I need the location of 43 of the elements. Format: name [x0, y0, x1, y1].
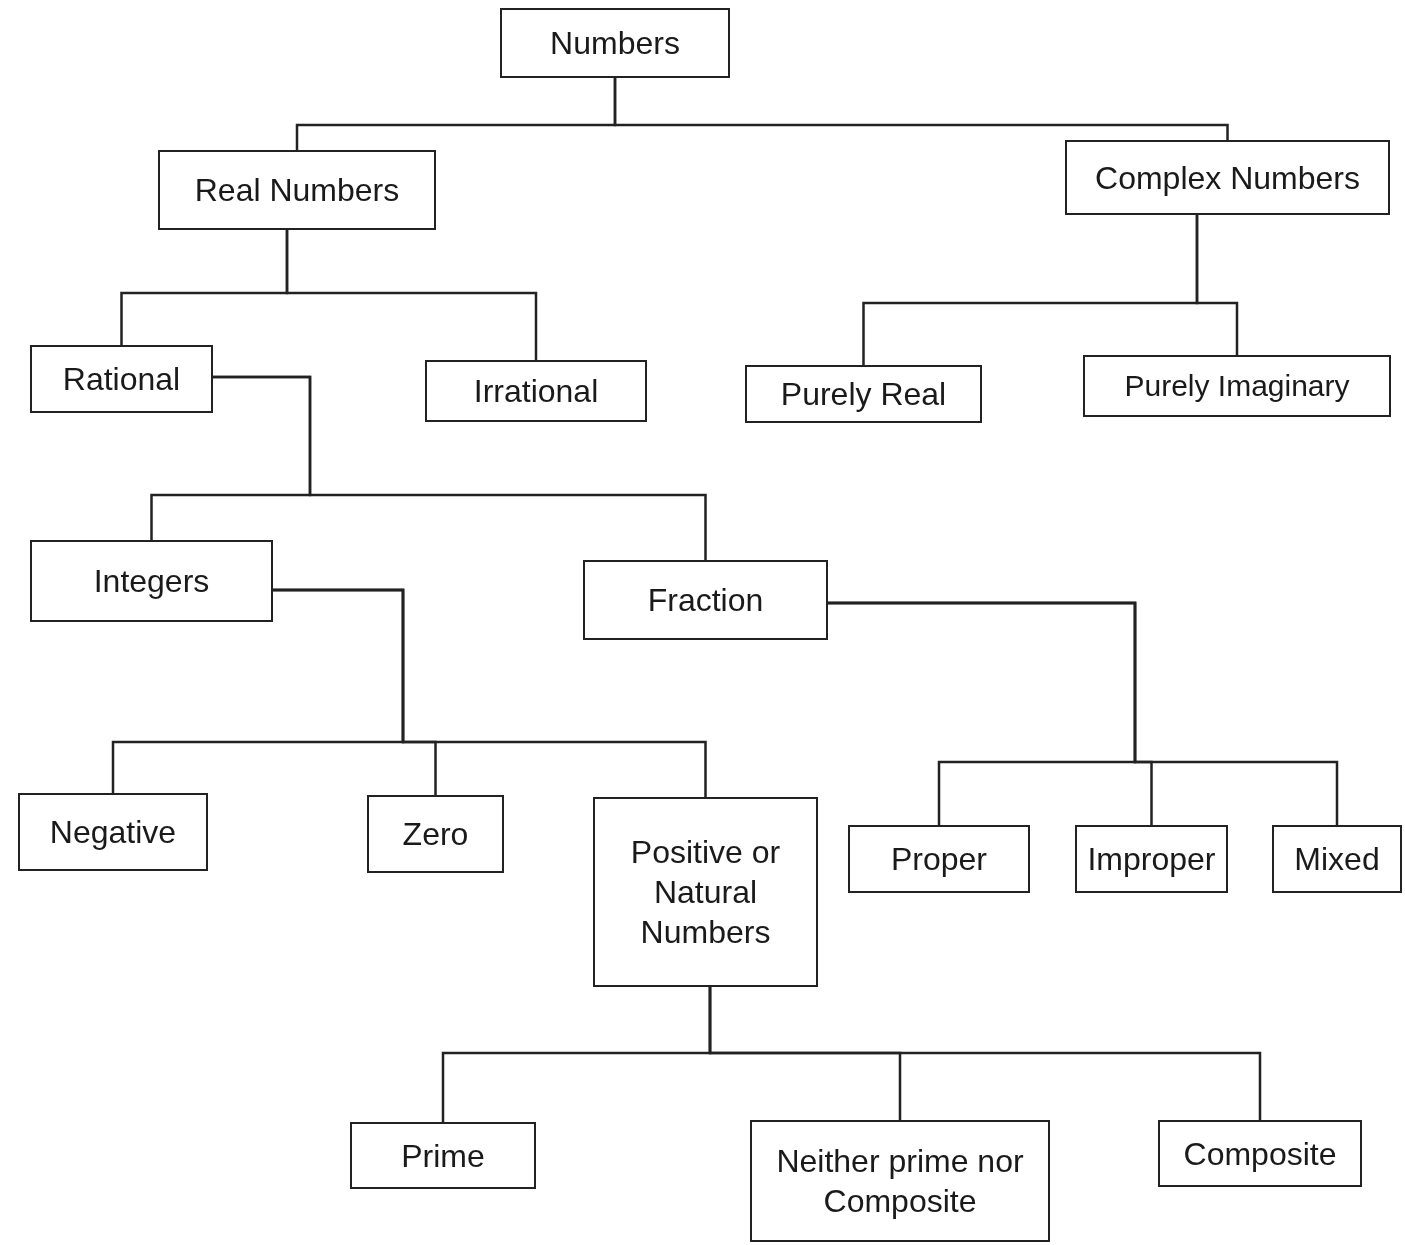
category-box	[30, 540, 273, 622]
category-box	[848, 825, 1030, 893]
connector-line	[273, 588, 707, 797]
category-label: Mixed	[1294, 840, 1380, 879]
category-label: Positive or Natural Numbers	[629, 833, 782, 952]
connector-line	[1195, 215, 1239, 355]
category-label: Integers	[93, 562, 210, 601]
category-box	[593, 797, 818, 987]
connector-line	[708, 987, 1262, 1120]
category-label: Rational	[62, 360, 181, 399]
category-label: Purely Real	[780, 375, 947, 414]
category-label: Prime	[401, 1136, 485, 1176]
category-box	[745, 365, 982, 423]
category-box	[750, 1120, 1050, 1242]
category-box	[367, 795, 504, 873]
category-label: Fraction	[647, 581, 764, 620]
category-box	[425, 360, 647, 422]
category-label: Purely Imaginary	[1124, 368, 1350, 405]
category-box	[500, 8, 730, 78]
connector-line	[613, 78, 1229, 140]
category-box	[350, 1122, 536, 1189]
connector-line	[285, 230, 538, 360]
category-box	[1158, 1120, 1362, 1187]
category-box	[583, 560, 828, 640]
connector-line	[828, 601, 1339, 825]
category-label: Proper	[890, 840, 987, 879]
category-label: Negative	[49, 813, 177, 852]
connector-line	[213, 375, 707, 560]
category-label: Numbers	[550, 24, 680, 63]
category-box	[158, 150, 436, 230]
category-box	[1272, 825, 1402, 893]
category-label: Neither prime nor Composite	[775, 1142, 1025, 1221]
category-label: Composite	[1183, 1134, 1337, 1174]
category-label: Irrational	[473, 372, 599, 411]
category-box	[30, 345, 213, 413]
category-label: Real Numbers	[194, 171, 400, 210]
category-box	[1083, 355, 1391, 417]
category-box	[1065, 140, 1390, 215]
category-label: Complex Numbers	[1095, 158, 1360, 198]
category-box	[1075, 825, 1228, 893]
category-label: Zero	[402, 815, 469, 854]
category-box	[18, 793, 208, 871]
category-label: Improper	[1087, 840, 1216, 879]
